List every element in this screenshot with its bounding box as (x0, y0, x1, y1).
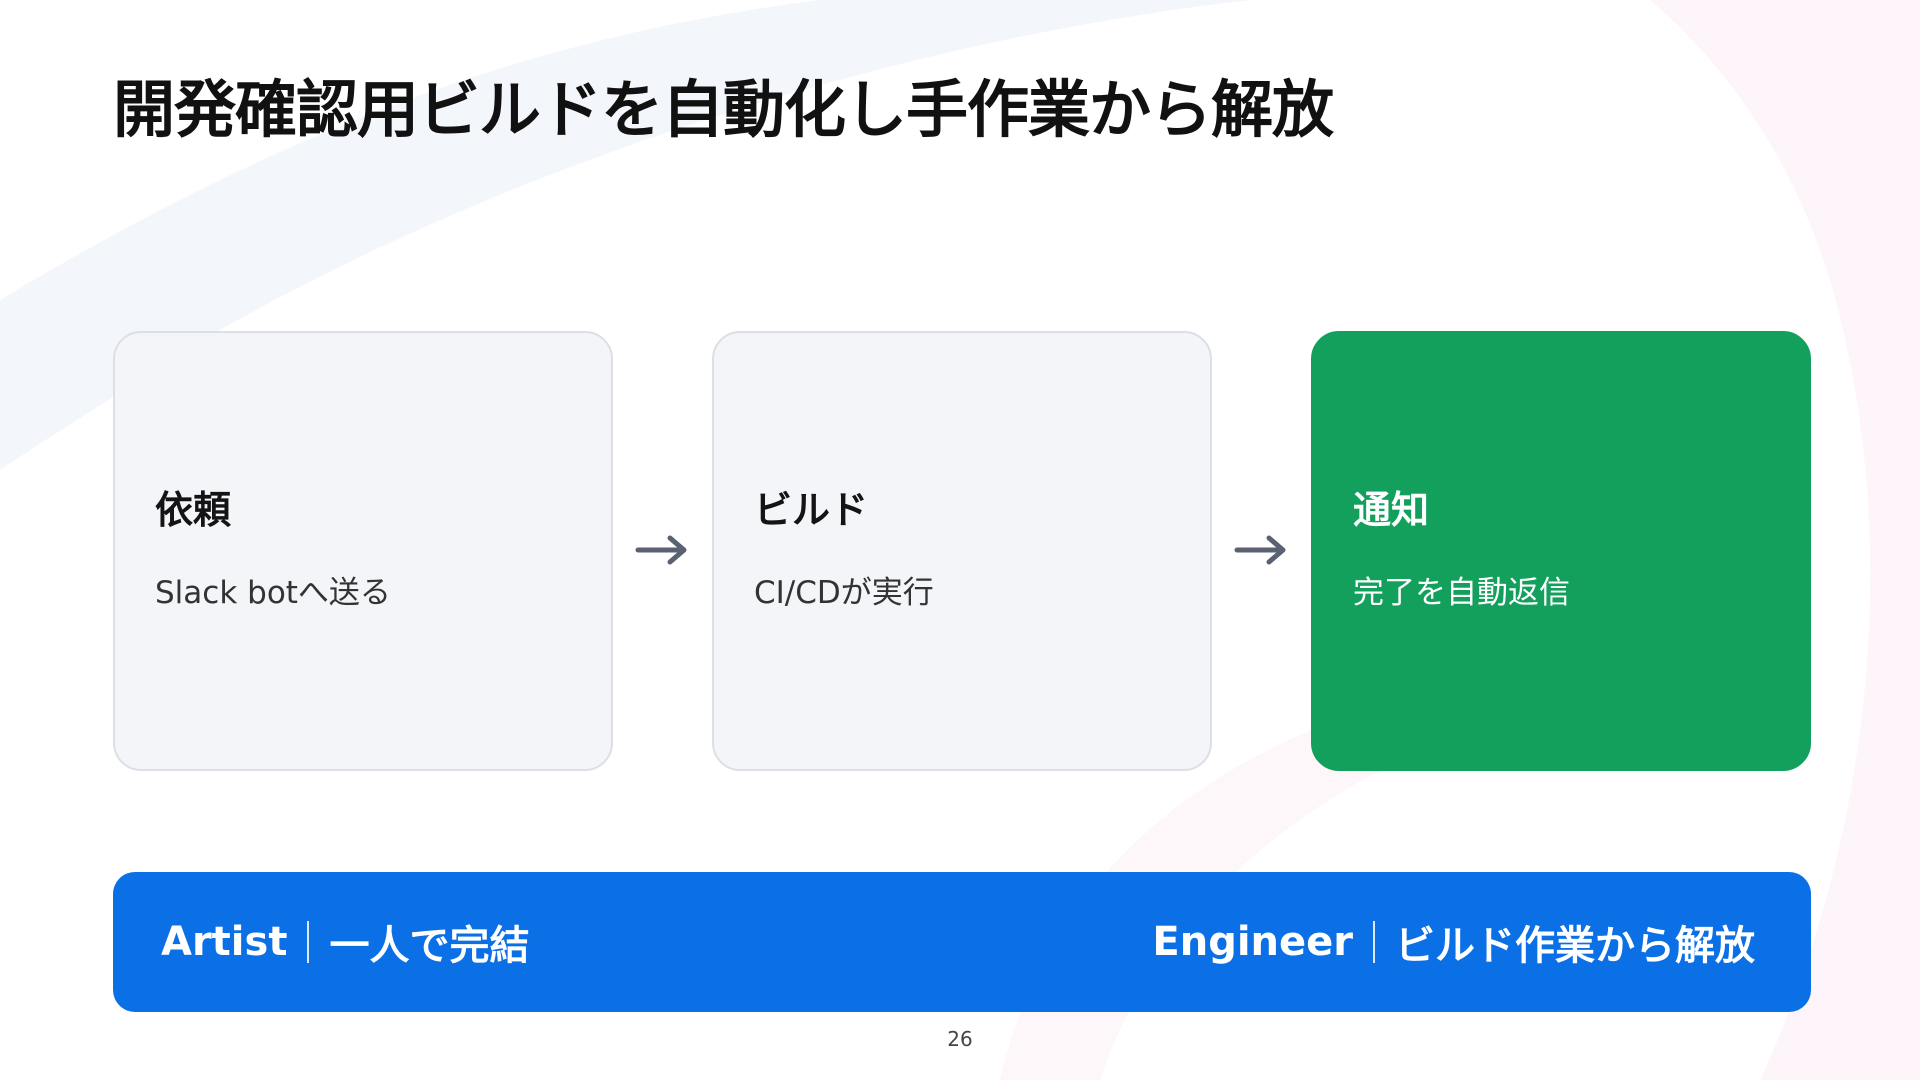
banner-divider (1373, 921, 1375, 963)
step-card-request: 依頼 Slack botへ送る (113, 331, 613, 771)
banner-text-engineer: ビルド作業から解放 (1395, 923, 1755, 969)
banner-text-artist: 一人で完結 (329, 923, 530, 969)
step-description: Slack botへ送る (155, 575, 391, 611)
arrow-right-icon (635, 535, 687, 565)
arrow-right-icon (1234, 535, 1286, 565)
step-title: 通知 (1353, 488, 1430, 532)
banner-role-engineer: Engineer (1152, 919, 1353, 965)
slide-title: 開発確認用ビルドを自動化し手作業から解放 (113, 73, 1334, 146)
banner-divider (307, 921, 310, 963)
step-title: 依頼 (155, 488, 232, 532)
summary-banner: Artist 一人で完結 Engineer ビルド作業から解放 (113, 872, 1811, 1012)
step-card-notify: 通知 完了を自動返信 (1311, 331, 1811, 771)
banner-role-artist: Artist (161, 919, 288, 965)
page-number: 26 (947, 1027, 973, 1051)
step-title: ビルド (754, 488, 869, 532)
banner-artist-group: Artist 一人で完結 (161, 872, 529, 1012)
step-description: 完了を自動返信 (1353, 575, 1570, 611)
banner-engineer-group: Engineer ビルド作業から解放 (1152, 872, 1755, 1012)
step-card-build: ビルド CI/CDが実行 (712, 331, 1212, 771)
step-description: CI/CDが実行 (754, 575, 934, 611)
